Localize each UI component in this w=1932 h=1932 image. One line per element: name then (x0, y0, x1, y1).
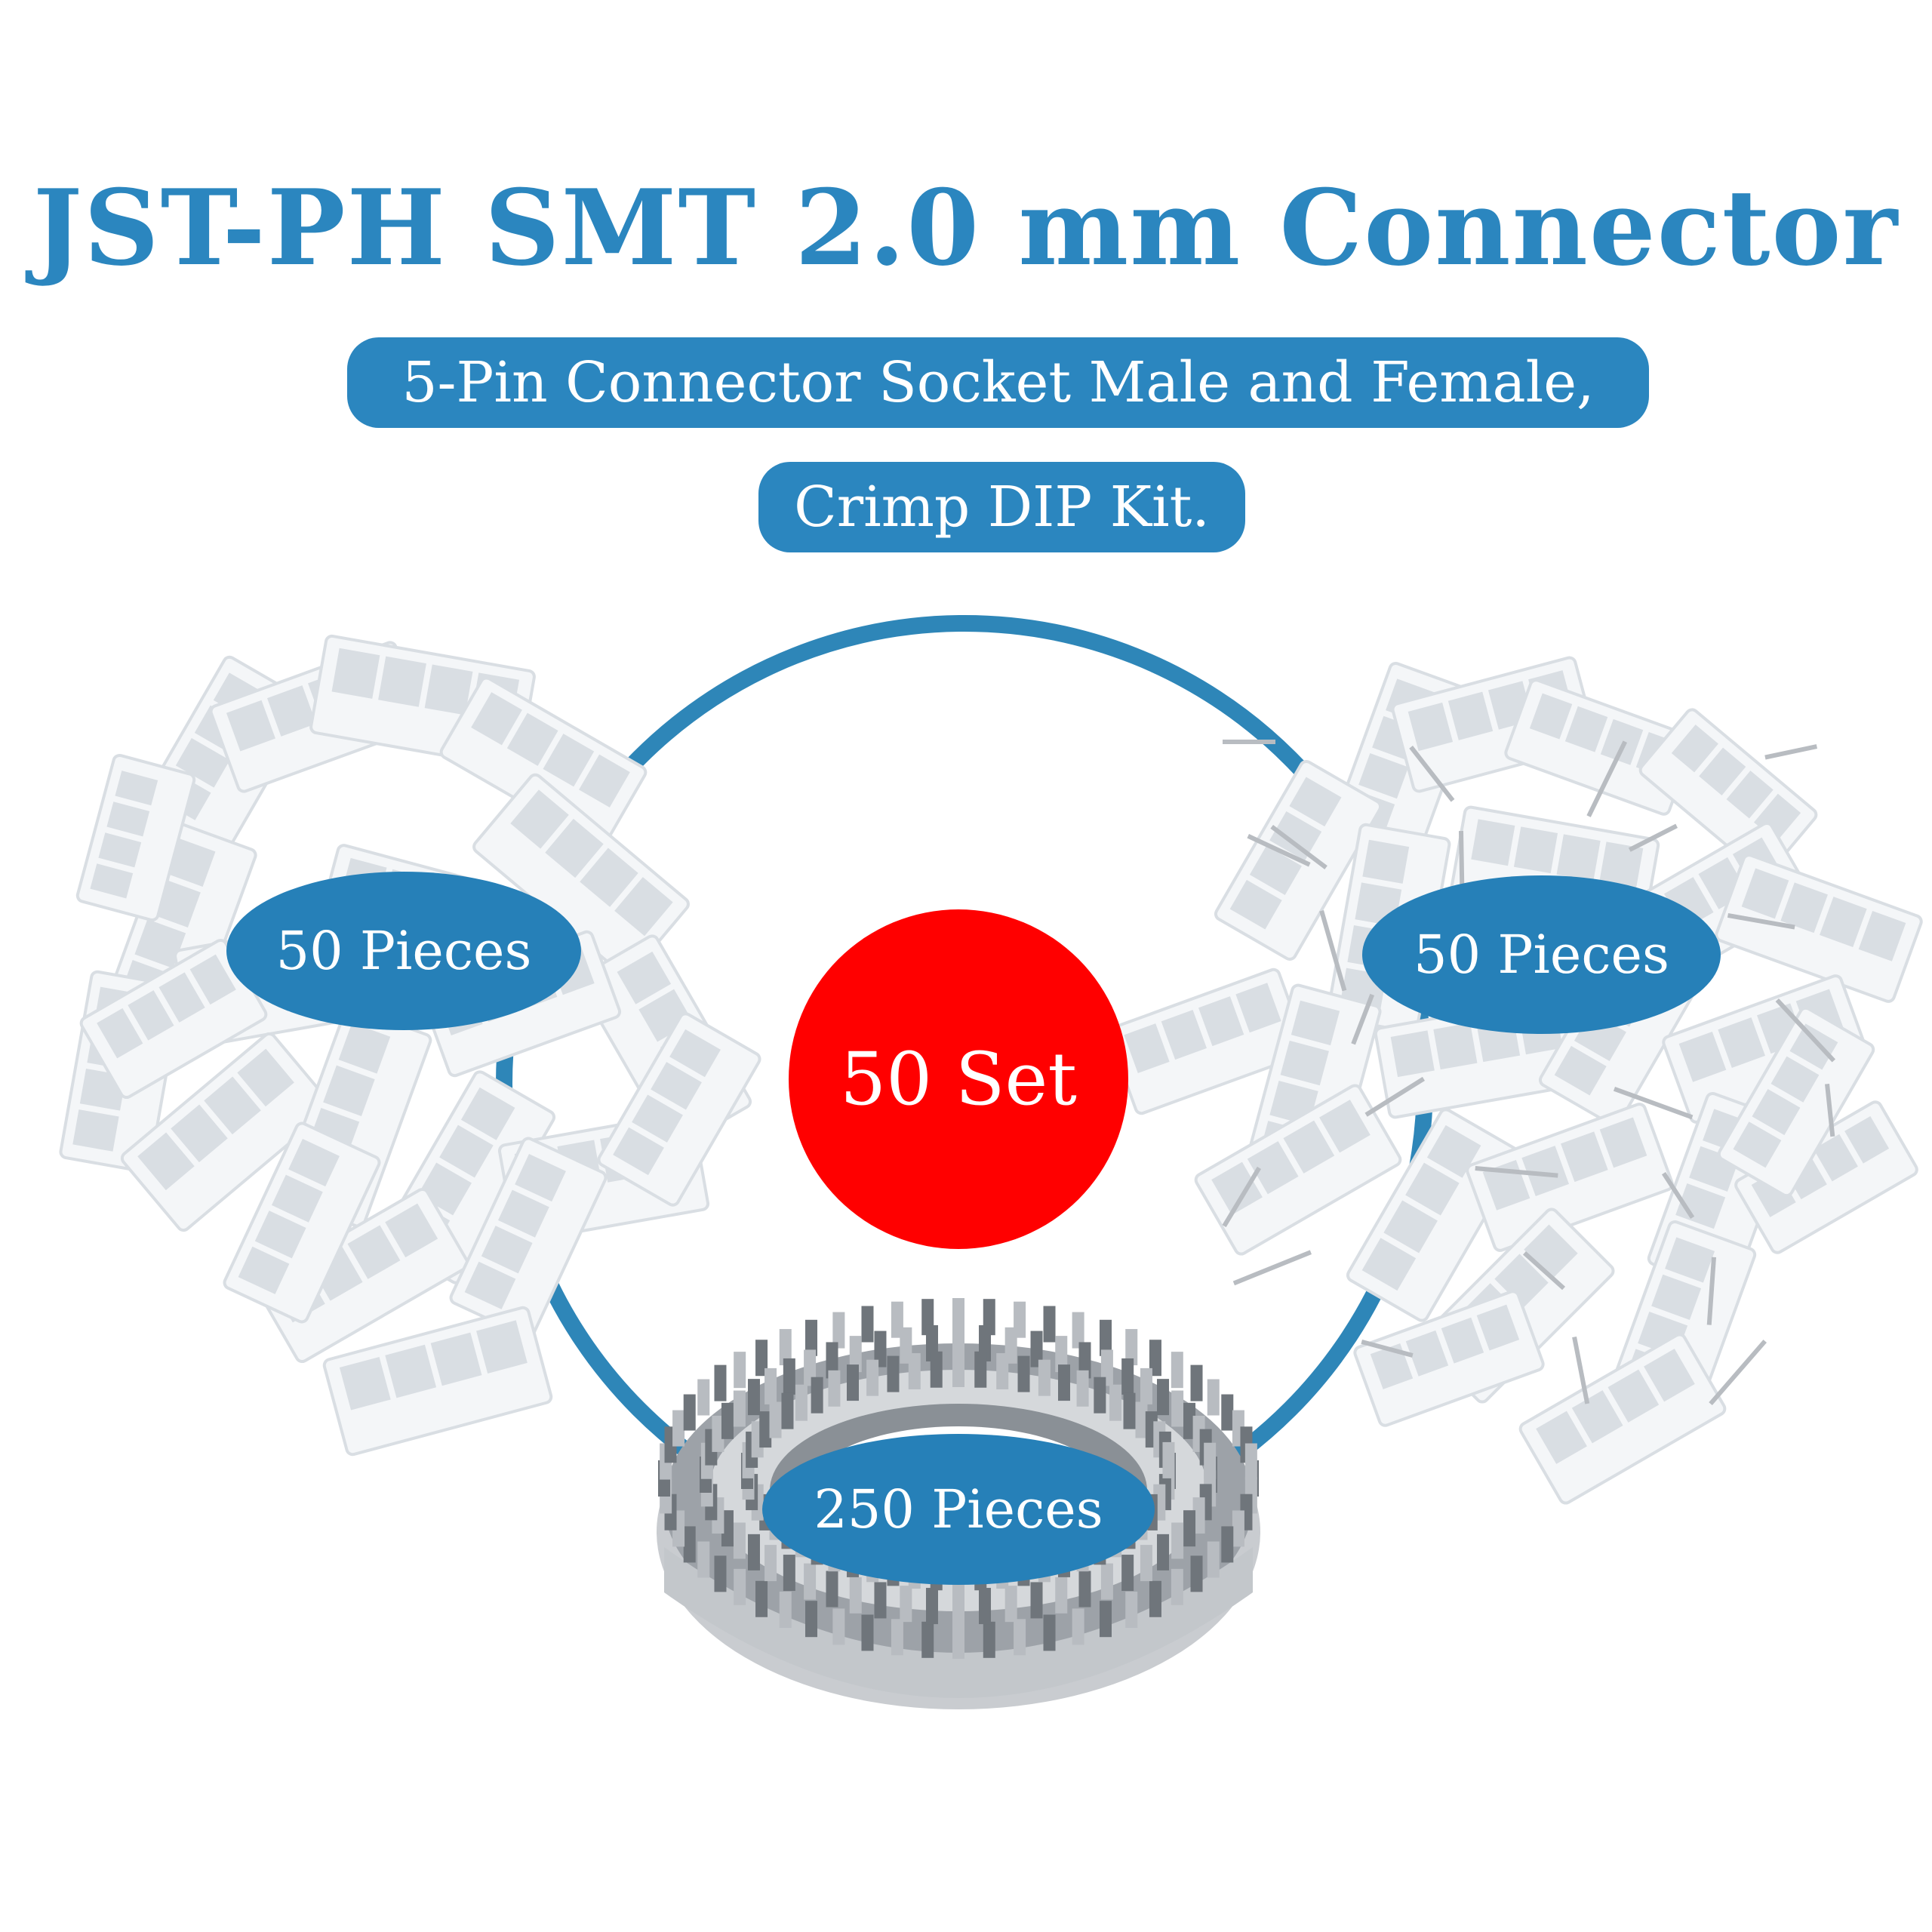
left-count-badge: 50 Pieces (226, 872, 581, 1030)
set-count-badge: 50 Set (789, 909, 1128, 1249)
subtitle-line-1: 5-Pin Connector Socket Male and Female, (347, 337, 1649, 428)
bottom-count-badge: 250 Pieces (762, 1434, 1155, 1585)
page-title: JST-PH SMT 2.0 mm Connector (32, 166, 1900, 289)
subtitle-line-2: Crimp DIP Kit. (758, 462, 1245, 552)
right-count-badge: 50 Pieces (1362, 875, 1721, 1034)
